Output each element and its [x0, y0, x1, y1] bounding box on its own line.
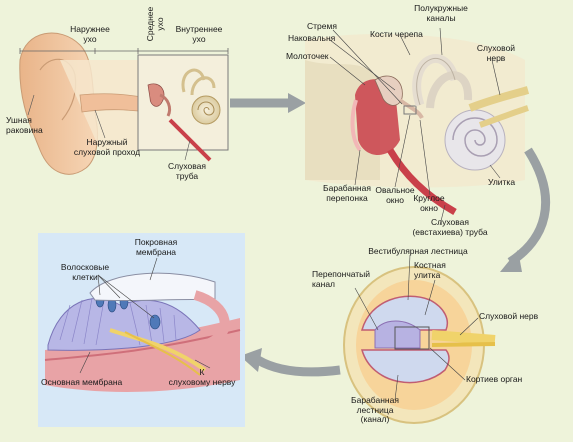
label-tympanic-canal: Барабанная лестница (канал): [351, 395, 399, 424]
label-round-window: Круглое окно: [413, 193, 445, 213]
label-inner-ear: Внутреннее ухо: [175, 24, 223, 44]
label-basilar-membrane: Основная мембрана: [41, 377, 123, 387]
label-auricle: Ушная раковина: [6, 115, 43, 135]
label-vestibular-canal: Вестибулярная лестница: [368, 246, 468, 256]
label-auditory-tube-left: Слуховая труба: [168, 161, 206, 181]
label-oval-window: Овальное окно: [375, 185, 415, 205]
label-auditory-nerve-top: Слуховой нерв: [476, 43, 516, 63]
label-organ-of-corti: Кортиев орган: [466, 374, 523, 384]
label-stapes: Стремя: [307, 21, 337, 31]
arrow-to-organ-of-corti: [255, 356, 341, 377]
label-middle-ear: Среднее ухо: [145, 6, 165, 42]
label-tympanic-membrane: Барабанная перепонка: [323, 183, 371, 203]
cochlea-cross-section: [343, 254, 496, 424]
label-auditory-nerve-right: Слуховой нерв: [479, 311, 539, 321]
label-semicircular-canals: Полукружные каналы: [414, 3, 468, 23]
arrow-to-cochlea-section: [507, 147, 550, 266]
label-bony-cochlea: Костная улитка: [414, 260, 446, 280]
label-ear-canal: Наружный слуховой проход: [73, 137, 141, 157]
label-to-nerve: К слуховому нерву: [168, 367, 236, 387]
whole-ear-illustration: [19, 32, 229, 175]
label-cochlea: Улитка: [488, 177, 516, 187]
label-outer-ear: Наружнее ухо: [70, 24, 110, 44]
middle-inner-ear-illustration: [305, 27, 530, 226]
label-membranous-canal: Перепончатый канал: [312, 269, 371, 289]
label-incus: Наковальня: [288, 33, 336, 43]
label-hair-cells: Волосковые клетки: [60, 262, 110, 282]
label-eustachian-tube: Слуховая (евстахиева) труба: [412, 217, 488, 237]
label-tectorial-membrane: Покровная мембрана: [134, 237, 178, 257]
label-malleus: Молоточек: [286, 51, 329, 61]
label-skull-bones: Кости черепа: [370, 29, 423, 39]
organ-of-corti-detail: [38, 233, 245, 427]
